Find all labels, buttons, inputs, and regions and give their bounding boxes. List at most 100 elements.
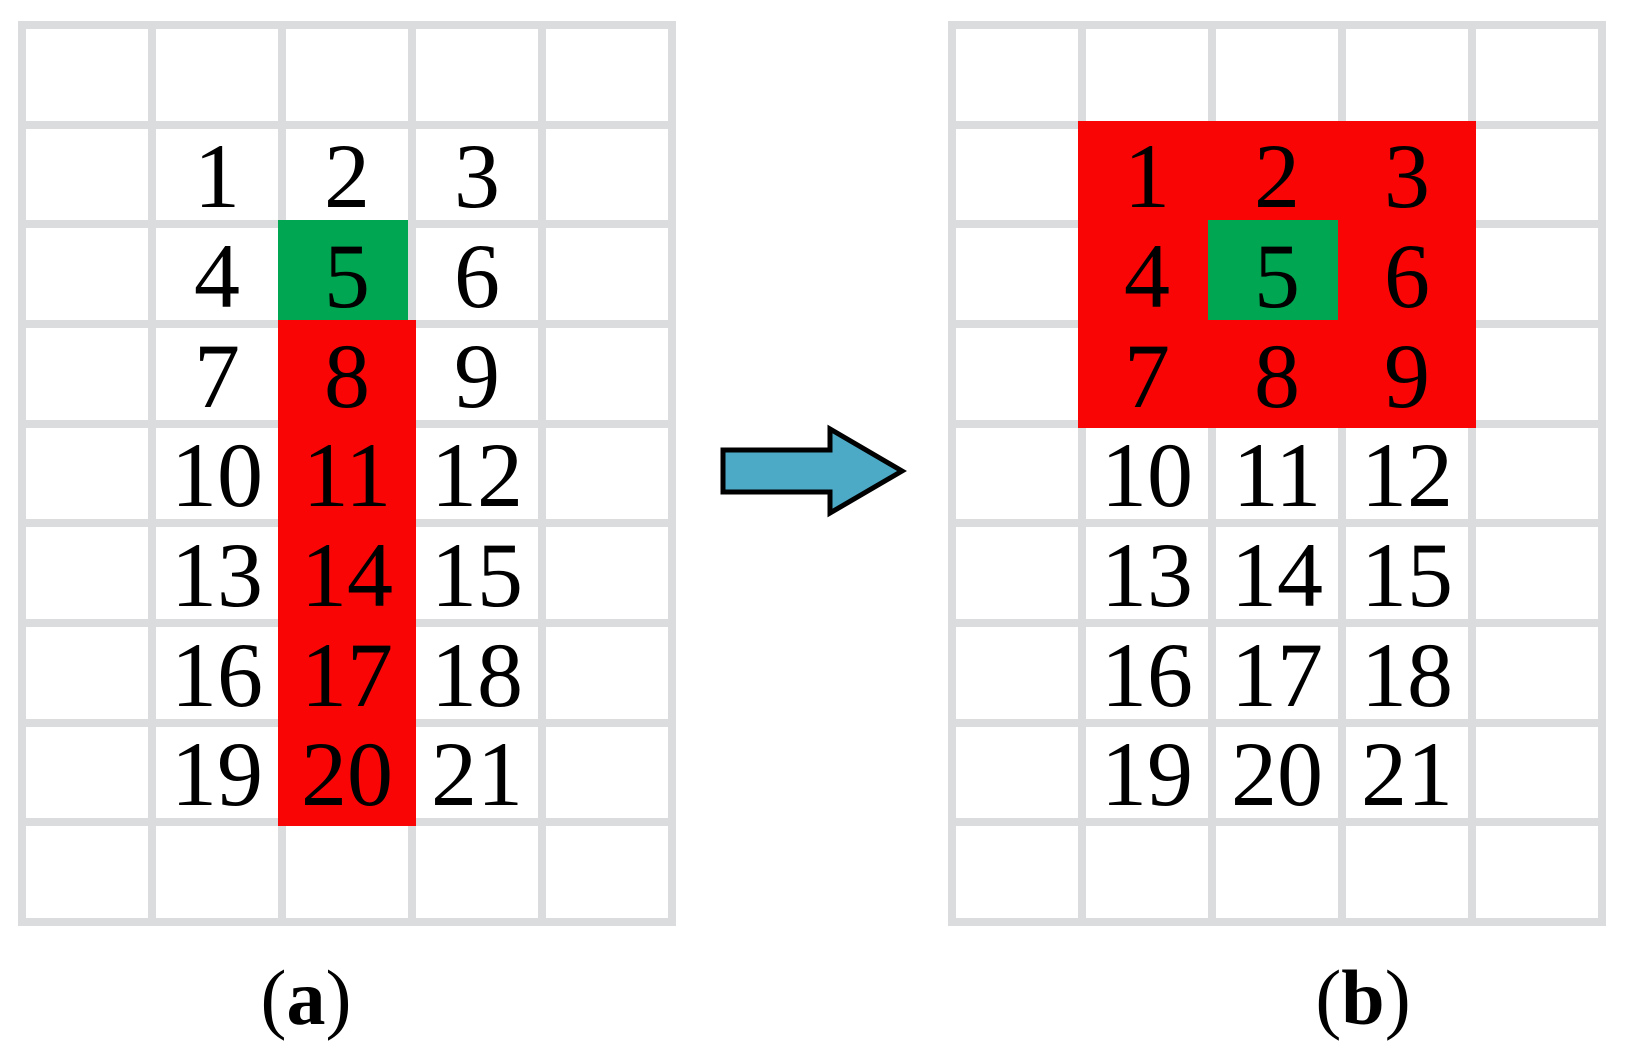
highlight-green-center-cell	[1208, 220, 1338, 320]
cell-number: 12	[431, 424, 523, 527]
grid-cell	[156, 627, 278, 719]
grid-cell	[156, 826, 278, 918]
grid-cell	[956, 527, 1078, 619]
grid-cell	[1476, 128, 1598, 221]
grid-cell	[26, 527, 148, 619]
cell-number: 8	[324, 324, 370, 427]
grid-cell	[286, 128, 408, 221]
grid-cell	[26, 328, 148, 420]
cell-number: 10	[1101, 424, 1193, 527]
grid-cell	[546, 627, 668, 719]
cell-number: 4	[1124, 225, 1170, 328]
cell-number: 11	[302, 424, 392, 527]
grid-cell	[546, 29, 668, 121]
grid-cell	[26, 726, 148, 819]
grid-cell	[1346, 29, 1468, 121]
cell-number: 17	[301, 623, 393, 726]
grid-cell	[416, 627, 538, 719]
grid-cell	[1476, 427, 1598, 520]
grid-cell	[286, 29, 408, 121]
cell-number: 14	[1231, 524, 1323, 627]
cell-number: 13	[171, 524, 263, 627]
grid-cell	[1086, 29, 1208, 121]
panel-label-b-close-paren: )	[1384, 954, 1411, 1041]
grid-cell	[416, 826, 538, 918]
cell-number: 9	[454, 324, 500, 427]
cell-number: 16	[171, 623, 263, 726]
grid-cell	[1216, 826, 1338, 918]
grid-cell	[1086, 726, 1208, 819]
grid-cell	[1476, 726, 1598, 819]
grid-cell	[286, 826, 408, 918]
grid-cell	[1346, 527, 1468, 619]
cell-number: 13	[1101, 524, 1193, 627]
grid-cell	[546, 427, 668, 520]
cell-number: 5	[324, 225, 370, 328]
grid-cell	[416, 29, 538, 121]
grid-cell	[1216, 627, 1338, 719]
grid-cell	[416, 328, 538, 420]
grid-cell	[1346, 726, 1468, 819]
cell-number: 19	[1101, 723, 1193, 826]
cell-number: 3	[454, 125, 500, 228]
cell-number: 21	[431, 723, 523, 826]
cell-number: 2	[324, 125, 370, 228]
grid-cell	[546, 527, 668, 619]
grid-cell	[1216, 427, 1338, 520]
grid-cell	[546, 128, 668, 221]
grid-cell	[26, 128, 148, 221]
grid-cell	[416, 527, 538, 619]
panel-label-a-close-paren: )	[325, 954, 352, 1041]
grid-cell	[956, 726, 1078, 819]
grid-cell	[956, 228, 1078, 320]
grid-cell	[1476, 627, 1598, 719]
cell-number: 3	[1384, 125, 1430, 228]
highlight-red-region	[278, 320, 416, 827]
cell-number: 14	[301, 524, 393, 627]
cell-number: 15	[431, 524, 523, 627]
grid-cell	[1086, 627, 1208, 719]
grid-cell	[956, 826, 1078, 918]
grid-cell	[156, 427, 278, 520]
grid-cell	[156, 328, 278, 420]
cell-number: 6	[454, 225, 500, 328]
grid-cell	[416, 228, 538, 320]
cell-number: 21	[1361, 723, 1453, 826]
cell-number: 2	[1254, 125, 1300, 228]
grid-cell	[1086, 527, 1208, 619]
cell-number: 7	[1124, 324, 1170, 427]
grid-cell	[1346, 826, 1468, 918]
grid-cell	[416, 726, 538, 819]
grid-cell	[956, 627, 1078, 719]
cell-number: 15	[1361, 524, 1453, 627]
grid-cell	[156, 726, 278, 819]
cell-number: 17	[1231, 623, 1323, 726]
grid-cell	[156, 128, 278, 221]
cell-number: 9	[1384, 324, 1430, 427]
grid-cell	[1346, 427, 1468, 520]
cell-number: 1	[194, 125, 240, 228]
cell-number: 1	[1124, 125, 1170, 228]
cell-number: 6	[1384, 225, 1430, 328]
grid-cell	[1086, 826, 1208, 918]
grid-cell	[1346, 627, 1468, 719]
cell-number: 18	[1361, 623, 1453, 726]
cell-number: 12	[1361, 424, 1453, 527]
grid-cell	[1476, 328, 1598, 420]
grid-cell	[1216, 527, 1338, 619]
cell-number: 11	[1232, 424, 1322, 527]
panel-label-b: (b)	[1253, 948, 1473, 1048]
grid-cell	[26, 228, 148, 320]
grid-cell	[1216, 29, 1338, 121]
grid-cell	[956, 29, 1078, 121]
grid-cell	[1086, 427, 1208, 520]
right-arrow-icon	[720, 424, 907, 518]
grid-cell	[26, 427, 148, 520]
cell-number: 18	[431, 623, 523, 726]
cell-number: 19	[171, 723, 263, 826]
grid-cell	[26, 826, 148, 918]
grid-cell	[546, 726, 668, 819]
grid-cell	[1216, 726, 1338, 819]
